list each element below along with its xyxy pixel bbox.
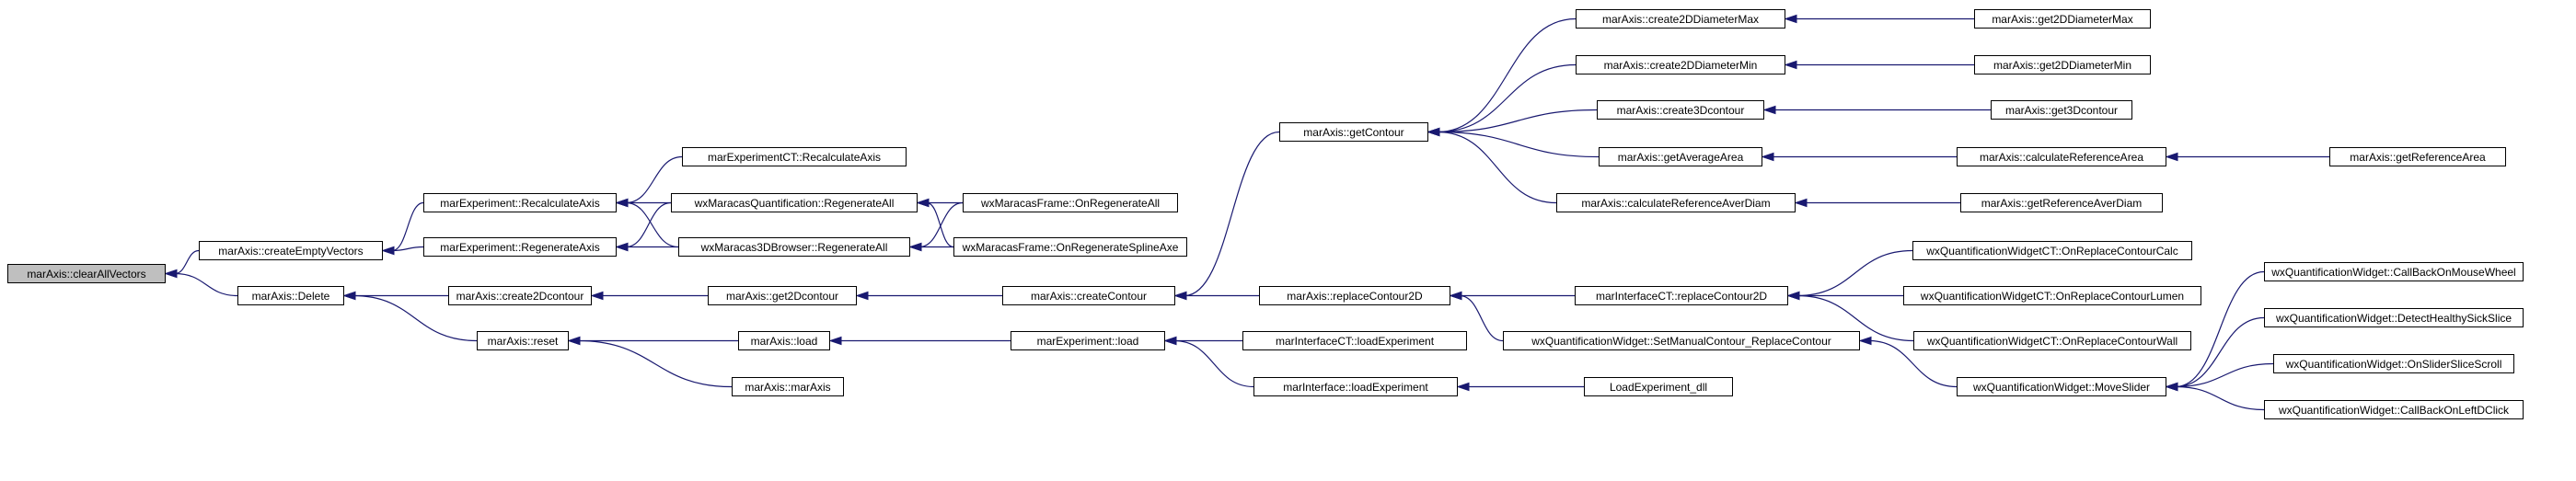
arrowhead-icon [1456, 382, 1470, 392]
graph-node-n0: marAxis::clearAllVectors [7, 264, 166, 283]
arrowhead-icon [615, 198, 629, 208]
call-edge [1437, 131, 1557, 204]
call-edge [1173, 339, 1254, 388]
graph-node-n33[interactable]: marInterfaceCT::replaceContour2D [1575, 286, 1788, 305]
graph-node-n18[interactable]: marExperiment::load [1011, 331, 1165, 350]
graph-node-n20[interactable]: marInterface::loadExperiment [1253, 377, 1458, 396]
call-edge [2175, 316, 2265, 388]
graph-node-n16[interactable]: marAxis::load [738, 331, 830, 350]
arrowhead-icon [1449, 291, 1462, 301]
call-edge [1868, 339, 1958, 388]
call-edge [2175, 362, 2274, 388]
arrowhead-icon [1784, 60, 1797, 70]
graph-node-n7[interactable]: wxMaracas3DBrowser::RegenerateAll [678, 237, 910, 257]
arrowhead-icon [615, 242, 629, 252]
graph-node-n26[interactable]: marAxis::calculateReferenceAverDiam [1556, 193, 1796, 212]
arrowhead-icon [1163, 336, 1177, 346]
call-edge [926, 201, 954, 248]
graph-node-n12[interactable]: marAxis::createContour [1002, 286, 1175, 305]
call-edge [1796, 294, 1914, 342]
arrowhead-icon [855, 291, 869, 301]
call-edge [1437, 63, 1577, 133]
graph-node-n27[interactable]: marAxis::get2DDiameterMax [1974, 9, 2151, 29]
graph-node-n29[interactable]: marAxis::get3Dcontour [1991, 100, 2132, 120]
graph-node-n28[interactable]: marAxis::get2DDiameterMin [1974, 55, 2151, 74]
graph-node-n15[interactable]: marAxis::reset [477, 331, 569, 350]
arrowhead-icon [164, 269, 178, 279]
arrowhead-icon [1858, 336, 1872, 346]
graph-node-n5[interactable]: marExperimentCT::RecalculateAxis [682, 147, 907, 166]
graph-node-n19[interactable]: marInterfaceCT::loadExperiment [1242, 331, 1467, 350]
graph-node-n8[interactable]: wxMaracasFrame::OnRegenerateAll [963, 193, 1178, 212]
call-edge [625, 155, 683, 204]
call-edge [918, 201, 964, 248]
graph-node-n6[interactable]: wxMaracasQuantification::RegenerateAll [671, 193, 918, 212]
graph-node-n14[interactable]: marAxis::replaceContour2D [1259, 286, 1450, 305]
arrowhead-icon [590, 291, 604, 301]
graph-node-n30[interactable]: marAxis::calculateReferenceArea [1957, 147, 2166, 166]
arrowhead-icon [381, 246, 395, 256]
graph-node-n3[interactable]: marExperiment::RecalculateAxis [423, 193, 617, 212]
graph-node-n4[interactable]: marExperiment::RegenerateAxis [423, 237, 617, 257]
graph-node-n25[interactable]: marAxis::getAverageArea [1599, 147, 1762, 166]
arrowhead-icon [1762, 105, 1776, 115]
arrowhead-icon [2165, 382, 2178, 392]
arrowhead-icon [916, 198, 930, 208]
arrowhead-icon [2165, 152, 2178, 162]
graph-node-n42[interactable]: wxQuantificationWidget::CallBackOnLeftDC… [2264, 400, 2524, 419]
call-edge [1459, 294, 1504, 342]
arrowhead-icon [567, 336, 581, 346]
arrowhead-icon [1761, 152, 1774, 162]
call-edge [174, 272, 238, 297]
graph-node-n21[interactable]: LoadExperiment_dll [1584, 377, 1733, 396]
call-edge [1437, 131, 1600, 158]
arrowhead-icon [828, 336, 842, 346]
graph-node-n11[interactable]: marAxis::get2Dcontour [708, 286, 857, 305]
arrowhead-icon [342, 291, 356, 301]
call-edge [174, 249, 200, 275]
call-edge [577, 339, 733, 388]
graph-node-n13[interactable]: marAxis::getContour [1279, 122, 1428, 142]
call-edge [625, 201, 679, 248]
arrowhead-icon [1786, 291, 1800, 301]
graph-node-n34[interactable]: wxQuantificationWidget::SetManualContour… [1503, 331, 1860, 350]
arrowhead-icon [1794, 198, 1808, 208]
graph-node-n10[interactable]: marAxis::create2Dcontour [448, 286, 592, 305]
graph-node-n32[interactable]: marAxis::getReferenceAverDiam [1960, 193, 2163, 212]
graph-node-n35[interactable]: wxQuantificationWidgetCT::OnReplaceConto… [1912, 241, 2192, 260]
graph-node-n22[interactable]: marAxis::create2DDiameterMax [1576, 9, 1785, 29]
graph-node-n40[interactable]: wxQuantificationWidget::DetectHealthySic… [2264, 308, 2524, 327]
call-edge [1796, 249, 1913, 297]
call-edge [1437, 17, 1577, 133]
graph-node-n17[interactable]: marAxis::marAxis [732, 377, 844, 396]
graph-node-n24[interactable]: marAxis::create3Dcontour [1597, 100, 1764, 120]
arrowhead-icon [1173, 291, 1187, 301]
graph-node-n38[interactable]: wxQuantificationWidget::MoveSlider [1957, 377, 2166, 396]
call-edge [391, 246, 424, 252]
graph-node-n1[interactable]: marAxis::createEmptyVectors [199, 241, 383, 260]
graph-node-n36[interactable]: wxQuantificationWidgetCT::OnReplaceConto… [1903, 286, 2201, 305]
arrowhead-icon [1784, 14, 1797, 24]
call-edge [352, 294, 478, 342]
graph-node-n2[interactable]: marAxis::Delete [237, 286, 344, 305]
arrowhead-icon [1427, 127, 1440, 137]
call-edge [2175, 385, 2265, 411]
graph-node-n37[interactable]: wxQuantificationWidgetCT::OnReplaceConto… [1913, 331, 2191, 350]
graph-node-n31[interactable]: marAxis::getReferenceArea [2329, 147, 2506, 166]
call-edge [1437, 109, 1598, 133]
graph-node-n23[interactable]: marAxis::create2DDiameterMin [1576, 55, 1785, 74]
graph-node-n41[interactable]: wxQuantificationWidget::OnSliderSliceScr… [2273, 354, 2514, 373]
call-edge [625, 201, 672, 248]
call-edge [1184, 131, 1280, 297]
call-edge [2175, 270, 2265, 388]
arrowhead-icon [908, 242, 922, 252]
graph-node-n39[interactable]: wxQuantificationWidget::CallBackOnMouseW… [2264, 262, 2524, 281]
graph-node-n9[interactable]: wxMaracasFrame::OnRegenerateSplineAxe [953, 237, 1187, 257]
call-edge [391, 201, 424, 252]
